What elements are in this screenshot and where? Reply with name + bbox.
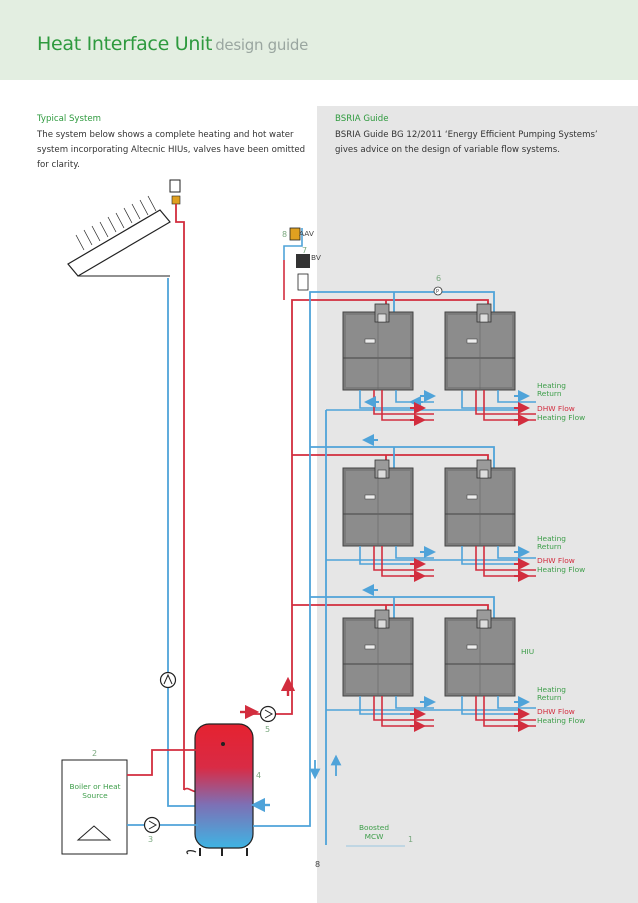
row2-dhw-flow: DHW Flow [537,556,575,565]
row1-heating-flow: Heating Flow [537,413,586,422]
title-main: Heat Interface Unit [37,33,213,55]
primary-pump-icon [259,705,277,723]
row3-heating-return: Heating Return [537,685,566,702]
solar-flow-pipe [175,204,185,790]
boiler-label: Boiler or Heat Source [69,782,121,800]
auto-air-vent [289,227,301,241]
page-number: 8 [315,860,321,869]
boiler-pump-icon [143,816,161,834]
solar-return-pipe [167,278,198,807]
hiu-row-2 [342,439,537,596]
pressure-sensor-icon [433,286,443,296]
solar-valve [171,195,181,205]
boosted-mcw-label: Boosted MCW [358,823,390,841]
label-7: 7 [302,246,308,255]
row2-heating-return: Heating Return [537,534,566,551]
bsria-heading: BSRIA Guide [335,114,389,124]
primary-return-pipe [253,291,495,827]
balancing-valve [296,254,310,268]
aav-label: AAV [299,229,314,238]
solar-collector [67,195,171,277]
row3-dhw-flow: DHW Flow [537,707,575,716]
typical-system-heading: Typical System [37,114,101,124]
row1-heating-return: Heating Return [537,381,566,398]
solar-air-vent [169,179,181,193]
row2-heating-flow: Heating Flow [537,565,586,574]
bsria-text: BSRIA Guide BG 12/2011 ‘Energy Efficient… [335,130,598,155]
label-2: 2 [92,749,98,758]
boiler-flow-pipe [127,749,198,776]
hot-water-cylinder [186,723,254,856]
label-4: 4 [256,771,262,780]
label-1: 1 [408,835,414,844]
typical-system-text: The system below shows a complete heatin… [37,130,306,170]
bv-label: BV [311,253,321,262]
title-sub: design guide [215,36,309,54]
row1-dhw-flow: DHW Flow [537,404,575,413]
hiu-row-1 [342,303,537,446]
label-3: 3 [148,835,154,844]
pressure-p-label: P [436,289,440,295]
hiu-row-3 [342,609,537,732]
label-5: 5 [265,725,271,734]
label-8: 8 [282,230,288,239]
row3-heating-flow: Heating Flow [537,716,586,725]
hiu-label: HIU [521,647,535,656]
label-6: 6 [436,274,442,283]
